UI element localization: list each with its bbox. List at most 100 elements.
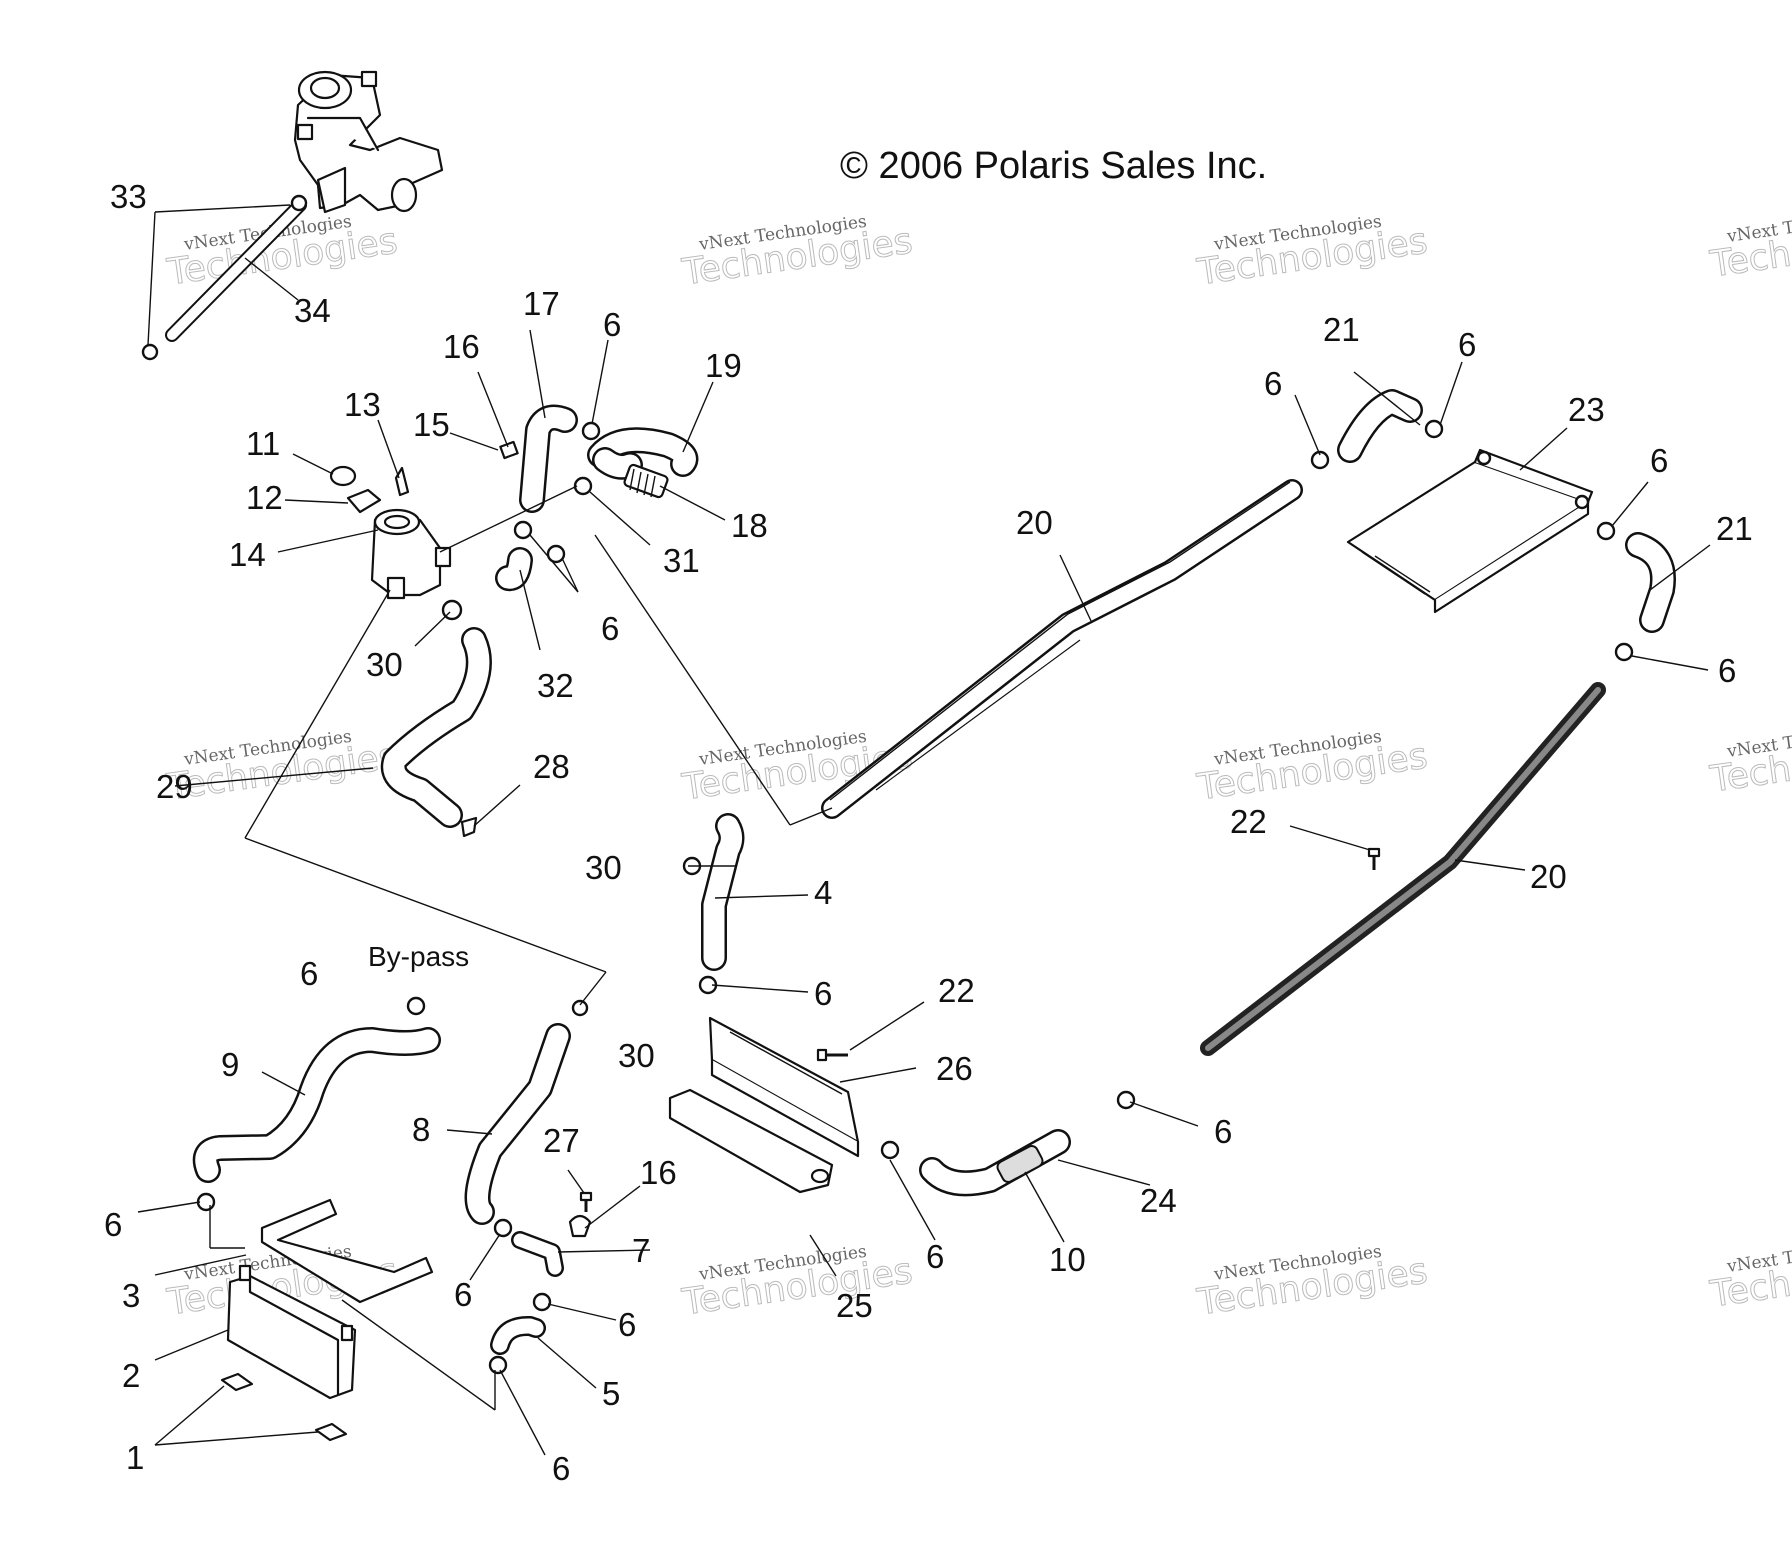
callout-30: 30 — [366, 646, 403, 683]
bypass-label: By-pass — [368, 941, 469, 972]
callout-18: 18 — [731, 507, 768, 544]
callout-4: 4 — [814, 874, 832, 911]
watermark: vNext Technologies Technologies — [1194, 212, 1431, 294]
coolant-tube-upper-icon — [821, 479, 1303, 819]
fitting-7-icon — [511, 1231, 564, 1277]
callout-6: 6 — [603, 306, 621, 343]
o-ring-icon — [329, 465, 357, 487]
watermark: vNext Technologies Technologies — [679, 212, 916, 294]
clamp-6-hose8-icon — [493, 1218, 513, 1238]
hose-24-icon — [919, 1129, 1071, 1197]
callout-6: 6 — [1458, 326, 1476, 363]
watermark: vNext Technologies Technologies — [1194, 727, 1431, 809]
clamp-16-lower-icon — [568, 1214, 592, 1238]
hose-19-icon — [587, 427, 699, 480]
leader-lines — [137, 204, 1711, 1456]
callout-1: 1 — [126, 1439, 144, 1476]
callout-10: 10 — [1049, 1241, 1086, 1278]
hose-17-icon — [519, 404, 578, 513]
watermark: vNext Technologies Technologies — [164, 727, 401, 809]
callout-6: 6 — [454, 1276, 472, 1313]
elbow-5-icon — [490, 1315, 546, 1355]
bracket-3-icon — [260, 1198, 434, 1304]
hose-29-icon — [380, 627, 492, 828]
callout-17: 17 — [523, 285, 560, 322]
callout-6: 6 — [552, 1450, 570, 1487]
copyright-text: © 2006 Polaris Sales Inc. — [840, 145, 1267, 187]
callout-22: 22 — [1230, 803, 1267, 840]
callout-6: 6 — [926, 1238, 944, 1275]
radiator-26-icon — [708, 1016, 860, 1158]
callout-13: 13 — [344, 386, 381, 423]
bracket-25-icon — [668, 1088, 834, 1194]
callout-22: 22 — [938, 972, 975, 1009]
hose-clamps-right-icon — [1310, 419, 1634, 662]
coolant-tube-lower-icon — [1200, 682, 1606, 1056]
callout-9: 9 — [221, 1046, 239, 1083]
heat-exchanger-icon — [1346, 448, 1594, 614]
watermark: vNext Technologies Technologies — [1707, 719, 1792, 801]
callout-2: 2 — [122, 1357, 140, 1394]
vent-tube-icon — [141, 194, 308, 361]
callout-29: 29 — [156, 768, 193, 805]
hose-21-lower-icon — [1625, 532, 1676, 633]
hose-clamps-lower-right-icon — [880, 1090, 1136, 1160]
callout-labels: 33 34 17 6 19 16 13 15 11 12 14 18 31 6 … — [104, 178, 1753, 1487]
hose-4-icon — [701, 813, 745, 971]
callout-6: 6 — [814, 975, 832, 1012]
callout-7: 7 — [632, 1232, 650, 1269]
callout-6: 6 — [1214, 1113, 1232, 1150]
callout-21: 21 — [1323, 311, 1360, 348]
clamp-6-elbow-icon — [532, 1292, 552, 1312]
callout-26: 26 — [936, 1050, 973, 1087]
callout-32: 32 — [537, 667, 574, 704]
callout-8: 8 — [412, 1111, 430, 1148]
pad-icon — [220, 1372, 254, 1392]
callout-6: 6 — [300, 955, 318, 992]
hose-9-icon — [192, 1027, 441, 1183]
callout-31: 31 — [663, 542, 700, 579]
callout-21: 21 — [1716, 510, 1753, 547]
callout-30: 30 — [618, 1037, 655, 1074]
callout-33: 33 — [110, 178, 147, 215]
sensor-icon — [394, 466, 410, 497]
pad-icon — [314, 1422, 348, 1442]
callout-25: 25 — [836, 1287, 873, 1324]
oil-cooler-icon — [226, 1264, 357, 1400]
callout-23: 23 — [1568, 391, 1605, 428]
callout-5: 5 — [602, 1375, 620, 1412]
hose-clamps-icon — [441, 421, 601, 621]
callout-3: 3 — [122, 1277, 140, 1314]
callout-27: 27 — [543, 1122, 580, 1159]
callout-6: 6 — [104, 1206, 122, 1243]
callout-6: 6 — [1264, 365, 1282, 402]
callout-12: 12 — [246, 479, 283, 516]
callout-19: 19 — [705, 347, 742, 384]
elbow-32-icon — [495, 547, 533, 592]
watermark: vNext Technologies Technologies — [679, 1242, 916, 1324]
callout-16: 16 — [640, 1154, 677, 1191]
callout-11: 11 — [246, 425, 280, 462]
screw-22-upper-icon — [1367, 847, 1381, 870]
parts-drawing — [141, 70, 1676, 1442]
coolant-reservoir-icon — [293, 70, 444, 214]
callout-6: 6 — [618, 1306, 636, 1343]
callout-6: 6 — [601, 610, 619, 647]
screw-22-lower-icon — [816, 1048, 848, 1062]
clamp-16-icon — [499, 440, 519, 460]
callout-30: 30 — [585, 849, 622, 886]
clamp-28-icon — [460, 816, 478, 838]
callout-6: 6 — [1718, 652, 1736, 689]
callout-24: 24 — [1140, 1182, 1177, 1219]
spring-18-icon — [623, 463, 669, 499]
watermark: vNext Technologies Technologies — [1707, 204, 1792, 286]
callout-14: 14 — [229, 536, 266, 573]
thermostat-housing-icon — [370, 508, 452, 600]
callout-34: 34 — [294, 292, 331, 329]
screw-27-icon — [579, 1191, 593, 1212]
callout-20: 20 — [1530, 858, 1567, 895]
callout-20: 20 — [1016, 504, 1053, 541]
callout-6: 6 — [1650, 442, 1668, 479]
hose-8-icon — [464, 1023, 571, 1225]
